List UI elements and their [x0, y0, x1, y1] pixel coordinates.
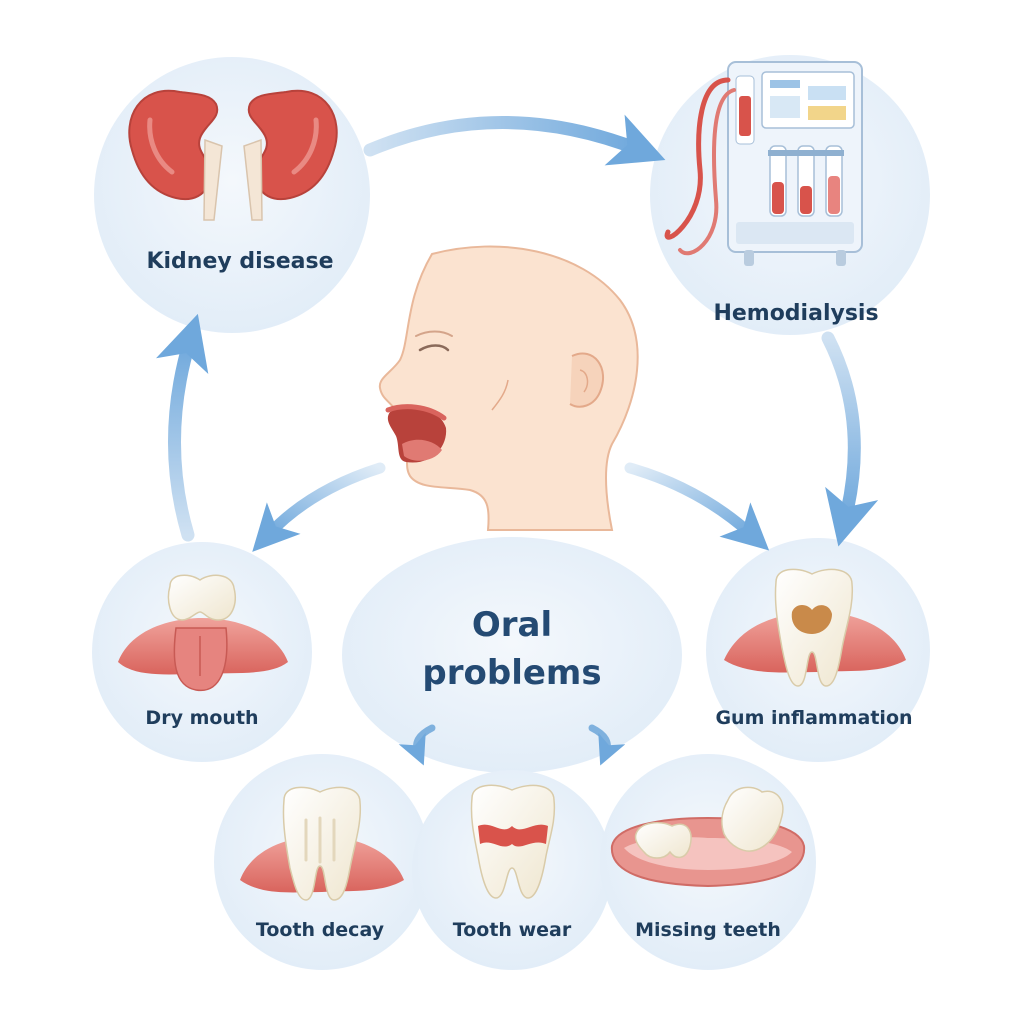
kidney-label: Kidney disease — [146, 249, 333, 274]
decayed-tooth-icon — [240, 786, 404, 901]
gum-label: Gum inflammation — [715, 707, 912, 729]
arrow-center-right — [588, 724, 626, 766]
wear-label: Tooth wear — [453, 919, 572, 941]
center-bubble — [342, 537, 682, 773]
arrow-center-left — [398, 724, 436, 766]
missing-label: Missing teeth — [635, 919, 781, 941]
center-title-line2: problems — [422, 653, 601, 693]
worn-tooth-icon — [470, 784, 556, 899]
arrow-person-to-gum — [624, 462, 770, 551]
arrow-kidney-to-hemodialysis — [363, 114, 666, 166]
open-mouth-head-icon — [378, 245, 639, 531]
dry-tongue-icon — [118, 574, 288, 692]
arrow-dry-mouth-to-kidney — [156, 313, 209, 542]
inflamed-gum-tooth-icon — [724, 568, 906, 687]
arrow-hemodialysis-to-gum — [821, 331, 879, 547]
kidneys-icon — [128, 89, 338, 221]
hemodialysis-label: Hemodialysis — [713, 301, 878, 326]
wear-bubble — [412, 770, 612, 970]
missing-teeth-icon — [610, 786, 806, 888]
arrow-person-to-dry-mouth — [252, 462, 386, 552]
center-title-line1: Oral — [472, 605, 552, 645]
decay-label: Tooth decay — [256, 919, 385, 941]
dry-mouth-label: Dry mouth — [145, 707, 258, 729]
dialysis-machine-icon — [664, 61, 863, 266]
kidney-bubble — [94, 57, 370, 333]
